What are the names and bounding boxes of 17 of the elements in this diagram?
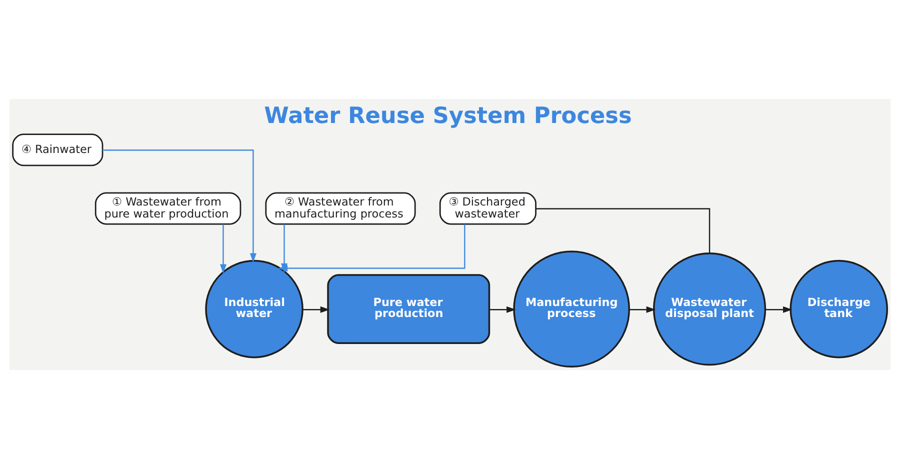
arrow: [302, 306, 330, 312]
node-box: ④ Rainwater: [12, 133, 104, 166]
node-box: Pure water production: [327, 274, 490, 344]
node-box: ③ Discharged wastewater: [439, 192, 536, 224]
arrow: [102, 149, 256, 262]
node-box: ② Wastewater from manufacturing process: [265, 192, 416, 224]
arrow: [220, 224, 226, 274]
node-circle: Manufacturing process: [513, 250, 630, 368]
node-circle: Industrial water: [205, 259, 304, 358]
connector: [536, 208, 710, 253]
node-circle: Wastewater disposal plant: [652, 252, 766, 366]
arrow: [629, 306, 656, 312]
node-box: ① Wastewater from pure water production: [94, 192, 242, 224]
arrow: [489, 306, 516, 312]
diagram-title: Water Reuse System Process: [264, 102, 632, 128]
arrow: [766, 306, 792, 312]
node-circle: Discharge tank: [790, 259, 888, 358]
